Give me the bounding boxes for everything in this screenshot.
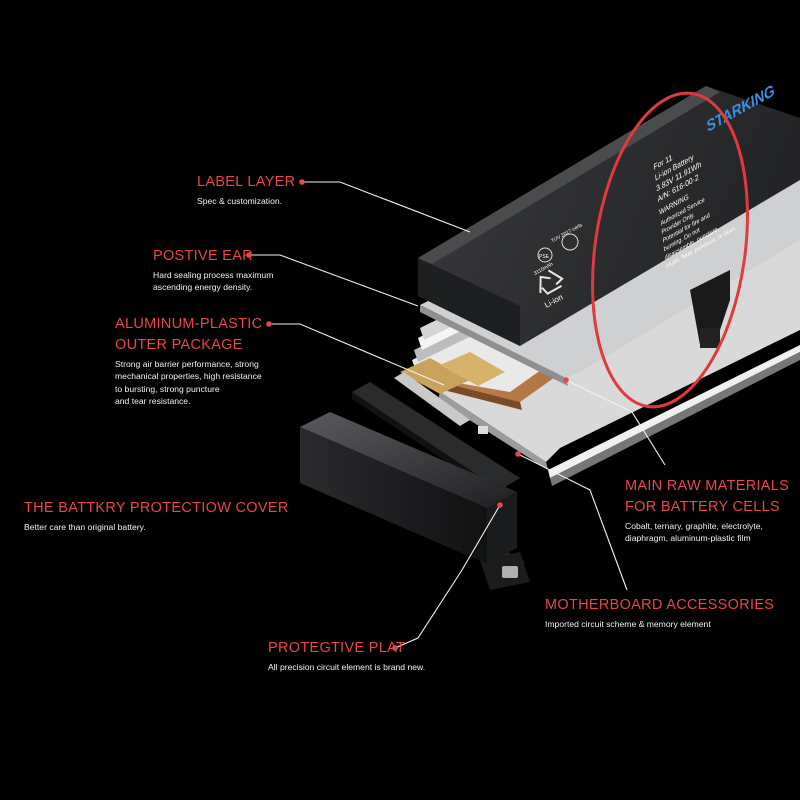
callout-title: ALUMINUM-PLASTIC OUTER PACKAGE bbox=[115, 314, 262, 356]
callout-title: MOTHERBOARD ACCESSORIES bbox=[545, 597, 775, 613]
callout-label-layer: LABEL LAYER Spec & customization. bbox=[197, 172, 295, 207]
callout-description: Better care than original battery. bbox=[24, 521, 289, 533]
leader-dots bbox=[246, 179, 569, 651]
description-line: and tear resistance. bbox=[115, 396, 191, 407]
callout-aluminum-plastic: ALUMINUM-PLASTIC OUTER PACKAGE Strong ai… bbox=[115, 314, 262, 408]
callout-main-raw-materials: MAIN RAW MATERIALS FOR BATTERY CELLS Cob… bbox=[625, 476, 789, 545]
cert-mark-icon bbox=[561, 233, 579, 251]
description-line: Strong air barrier performance, strong bbox=[115, 359, 259, 369]
description-line: to bursting, strong puncture bbox=[115, 383, 220, 394]
leader-lines bbox=[249, 181, 666, 649]
callout-title: MAIN RAW MATERIALS FOR BATTERY CELLS bbox=[625, 476, 789, 518]
description-line: ascending energy density. bbox=[153, 282, 253, 293]
highlight-ring bbox=[591, 91, 749, 409]
callout-description: Imported circuit scheme & memory element bbox=[545, 618, 774, 630]
title-line: FOR BATTERY CELLS bbox=[625, 499, 780, 515]
description-line: Imported circuit scheme & memory element bbox=[545, 619, 711, 629]
description-line: Better care than original battery. bbox=[24, 522, 146, 532]
callout-positive-ear: POSTIVE EAR Hard sealing process maximum… bbox=[153, 246, 273, 294]
callout-description: Spec & customization. bbox=[197, 195, 295, 207]
battery-cell-stack bbox=[400, 86, 800, 486]
title-line: MAIN RAW MATERIALS bbox=[625, 478, 790, 494]
callout-title: PROTEGTIVE PLAT bbox=[268, 640, 406, 656]
description-line: mechanical properties, high resistance bbox=[115, 371, 262, 382]
callout-protection-cover: THE BATTKRY PROTECTIOW COVER Better care… bbox=[24, 498, 289, 533]
pse-mark-icon bbox=[537, 247, 553, 263]
description-line: diaphragm, aluminum-plastic film bbox=[625, 533, 751, 544]
description-line: Cobalt, ternary, graphite, electrolyte, bbox=[625, 521, 763, 531]
callout-title: LABEL LAYER bbox=[197, 174, 296, 190]
callout-title: POSTIVE EAR bbox=[153, 248, 253, 264]
title-line: OUTER PACKAGE bbox=[115, 337, 243, 353]
callout-title: THE BATTKRY PROTECTIOW COVER bbox=[24, 500, 289, 516]
title-line: ALUMINUM-PLASTIC bbox=[115, 316, 263, 332]
battery-label-spec: For 11 Li-ion Battery 3.83V 11.91Wh A/N:… bbox=[653, 152, 737, 271]
cert-text: PSE bbox=[539, 254, 550, 260]
description-line: Hard sealing process maximum bbox=[153, 270, 274, 280]
callout-description: Strong air barrier performance, strong m… bbox=[115, 358, 262, 408]
callout-description: Hard sealing process maximum ascending e… bbox=[153, 269, 273, 294]
battery-protection-cover bbox=[300, 412, 517, 564]
callout-description: All precision circuit element is brand n… bbox=[268, 661, 425, 673]
description-line: All precision circuit element is brand n… bbox=[268, 662, 426, 672]
callout-description: Cobalt, ternary, graphite, electrolyte, … bbox=[625, 520, 789, 545]
callout-motherboard-accessories: MOTHERBOARD ACCESSORIES Imported circuit… bbox=[545, 595, 774, 630]
callout-protective-plate: PROTEGTIVE PLAT All precision circuit el… bbox=[268, 638, 425, 673]
description-line: Spec & customization. bbox=[197, 196, 283, 206]
